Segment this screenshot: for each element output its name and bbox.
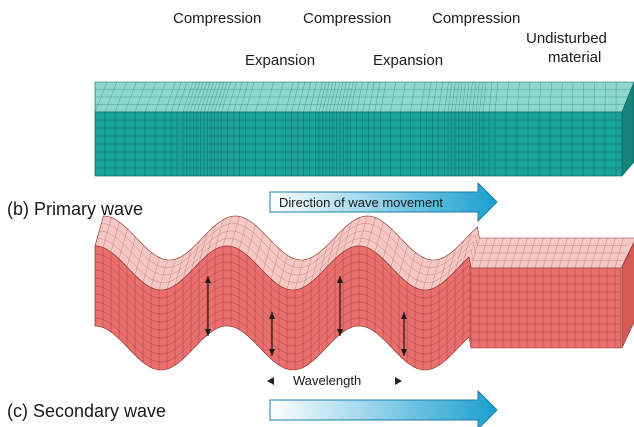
primary-wave-caption: (b) Primary wave — [7, 199, 144, 219]
motion-arrow-head — [337, 276, 343, 283]
secondary-wave-caption: (c) Secondary wave — [7, 401, 167, 421]
motion-arrow-head — [269, 349, 275, 356]
motion-arrow-head — [337, 329, 343, 336]
direction-arrow-primary — [269, 181, 498, 223]
undisturbed-label-line2: material — [548, 49, 602, 66]
compression-label-2: Compression — [303, 10, 392, 27]
wavelength-label: Wavelength — [293, 373, 362, 388]
s-side-face — [621, 241, 634, 349]
motion-arrow-head — [269, 312, 275, 319]
direction-arrow-text: Direction of wave movement — [279, 195, 444, 210]
primary-wave-block — [94, 81, 634, 177]
motion-arrow-head — [401, 349, 407, 356]
direction-arrow-secondary — [269, 389, 498, 427]
expansion-label-2: Expansion — [373, 52, 444, 69]
motion-arrow-head — [205, 329, 211, 336]
undisturbed-label-line1: Undisturbed — [526, 30, 607, 47]
expansion-label-1: Expansion — [245, 52, 316, 69]
motion-arrow-head — [205, 276, 211, 283]
wavelength-right-pointer — [395, 377, 402, 385]
secondary-wave-block — [94, 215, 634, 371]
wavelength-left-pointer — [267, 377, 274, 385]
p-side-face — [621, 81, 634, 177]
motion-arrow-head — [401, 312, 407, 319]
compression-label-1: Compression — [173, 10, 262, 27]
compression-label-3: Compression — [432, 10, 521, 27]
particle-motion-arrows — [205, 276, 407, 356]
